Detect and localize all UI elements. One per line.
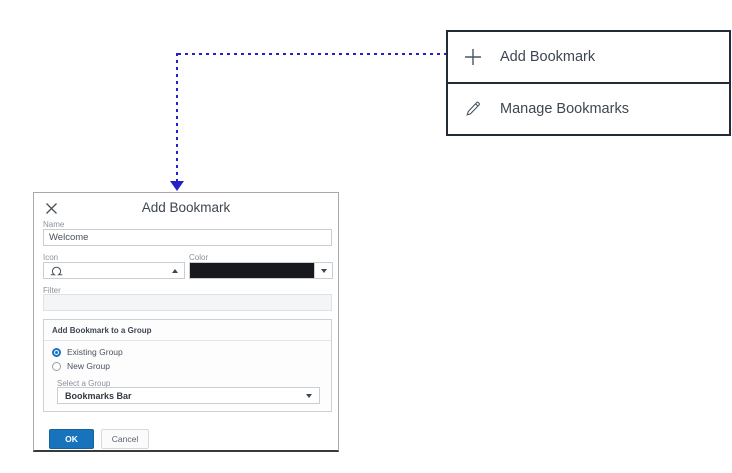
radio-label: New Group [67, 361, 110, 371]
name-input-value: Welcome [49, 232, 89, 243]
group-select[interactable]: Bookmarks Bar [57, 387, 320, 404]
chevron-down-cell [314, 263, 332, 278]
radio-label: Existing Group [67, 347, 123, 357]
chevron-up-icon [172, 268, 178, 273]
cancel-button-label: Cancel [111, 434, 139, 444]
close-icon[interactable] [44, 201, 59, 216]
ok-button[interactable]: OK [49, 429, 94, 449]
color-swatch [190, 263, 314, 278]
connector-line-vertical [176, 53, 178, 181]
icon-label: Icon [43, 253, 59, 262]
chevron-down-icon [320, 268, 327, 273]
radio-selected-icon [52, 347, 61, 357]
chevron-down-icon [306, 393, 312, 398]
color-label: Color [189, 253, 209, 262]
radio-unselected-icon [52, 361, 61, 371]
bookmark-context-menu: Add Bookmark Manage Bookmarks [446, 30, 731, 136]
plus-icon [462, 46, 484, 68]
ok-button-label: OK [65, 434, 78, 444]
connector-line-horizontal [178, 53, 446, 55]
group-section-title: Add Bookmark to a Group [52, 326, 152, 335]
dialog-title: Add Bookmark [141, 200, 231, 215]
filter-label: Filter [43, 286, 61, 295]
select-group-label: Select a Group [57, 379, 111, 388]
cancel-button[interactable]: Cancel [101, 429, 149, 449]
radio-existing-group[interactable]: Existing Group [52, 347, 123, 357]
color-dropdown[interactable] [189, 262, 333, 279]
icon-dropdown[interactable] [43, 262, 185, 279]
filter-input[interactable] [43, 294, 332, 311]
menu-item-label: Manage Bookmarks [500, 101, 629, 117]
menu-item-manage-bookmarks[interactable]: Manage Bookmarks [448, 84, 729, 134]
connector-arrowhead-icon [170, 181, 184, 191]
group-select-value: Bookmarks Bar [65, 390, 132, 401]
name-label: Name [43, 220, 65, 229]
divider [44, 340, 331, 341]
bookmark-glyph-icon [50, 265, 63, 277]
name-input[interactable]: Welcome [43, 229, 332, 246]
add-bookmark-dialog: Add Bookmark Name Welcome Icon Color Fil… [33, 192, 339, 452]
menu-item-add-bookmark[interactable]: Add Bookmark [448, 32, 729, 84]
pencil-icon [462, 98, 484, 120]
menu-item-label: Add Bookmark [500, 49, 596, 65]
radio-new-group[interactable]: New Group [52, 361, 110, 371]
group-section: Add Bookmark to a Group Existing Group N… [43, 319, 332, 412]
